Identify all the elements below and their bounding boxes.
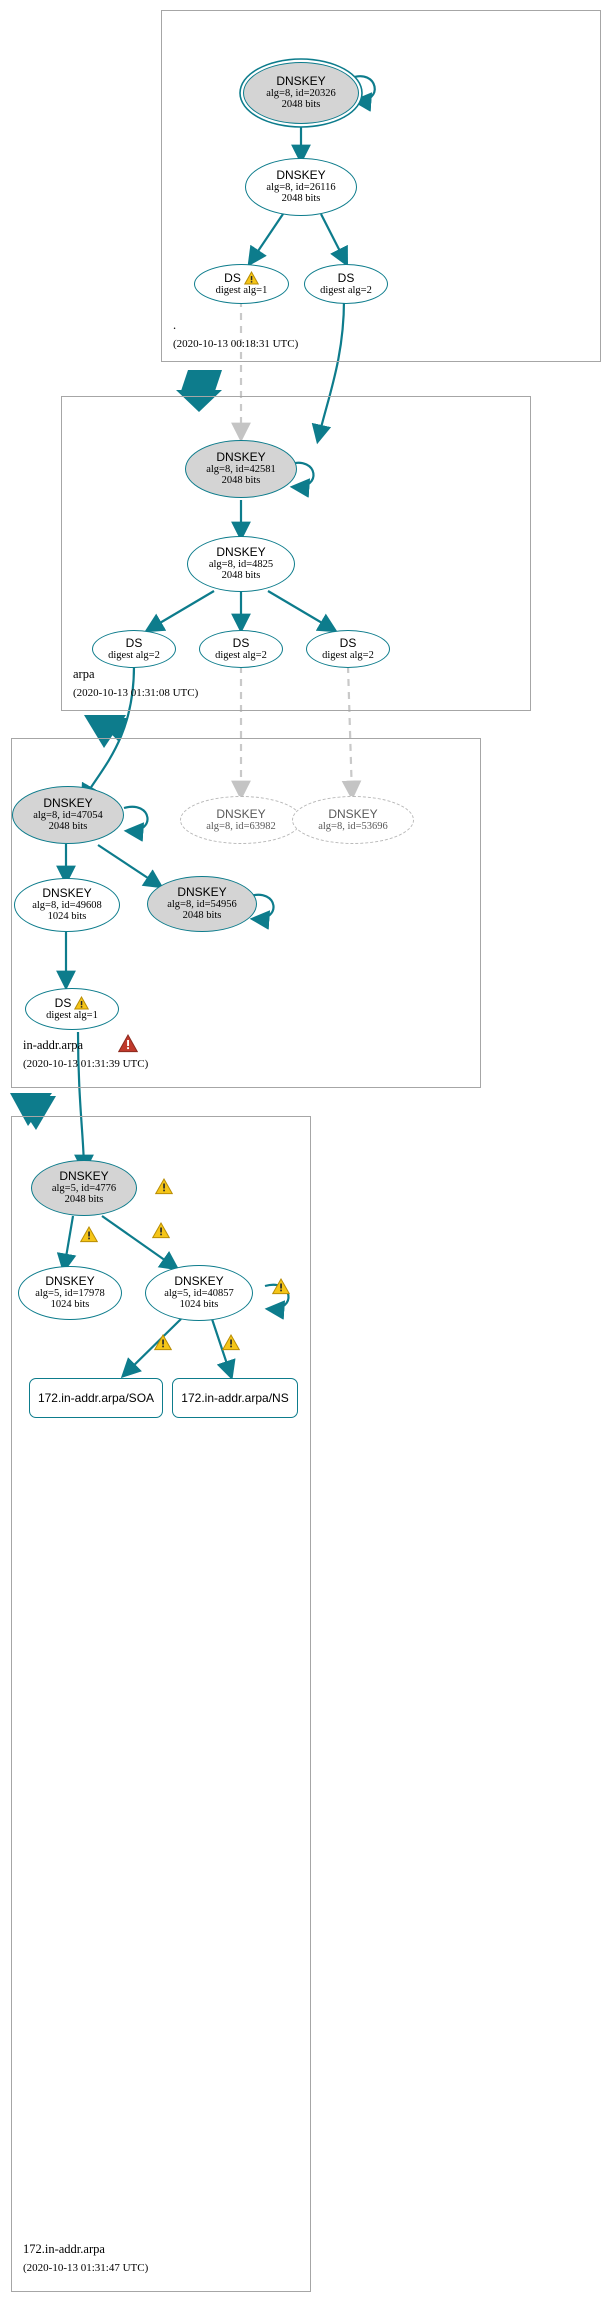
node-root-ksk[interactable]: DNSKEY alg=8, id=20326 2048 bits <box>243 62 359 124</box>
node-label-size: 1024 bits <box>50 1299 90 1311</box>
node-label-rrset: 172.in-addr.arpa/NS <box>181 1390 289 1405</box>
node-172-ns-rrset[interactable]: 172.in-addr.arpa/NS <box>172 1378 298 1418</box>
node-label-type: DS <box>337 270 355 285</box>
node-label-type: DNSKEY <box>216 450 266 465</box>
node-label-alg: alg=8, id=26116 <box>266 182 336 194</box>
node-label-type: DS <box>339 635 357 650</box>
node-label-alg: alg=5, id=4776 <box>51 1183 117 1195</box>
node-root-zsk[interactable]: DNSKEY alg=8, id=26116 2048 bits <box>245 158 357 216</box>
zone-name-in-addr-arpa: in-addr.arpa <box>23 1038 84 1052</box>
zone-box-arpa <box>61 396 531 711</box>
zone-box-root <box>161 10 601 362</box>
warning-triangle-icon <box>74 996 90 1010</box>
node-in-addr-ds-digest1[interactable]: DS digest alg=1 <box>25 988 119 1030</box>
node-root-ds-digest1[interactable]: DS digest alg=1 <box>194 264 289 304</box>
node-label-type: DNSKEY <box>216 545 266 560</box>
node-label-size: 1024 bits <box>179 1299 219 1311</box>
node-label-type: DS <box>232 635 250 650</box>
node-label-type: DNSKEY <box>59 1169 109 1184</box>
node-arpa-ds-2[interactable]: DS digest alg=2 <box>199 630 283 668</box>
node-label-size: 2048 bits <box>281 193 321 205</box>
node-label-type: DS <box>54 995 72 1010</box>
node-172-soa-rrset[interactable]: 172.in-addr.arpa/SOA <box>29 1378 163 1418</box>
node-in-addr-ksk-54956[interactable]: DNSKEY alg=8, id=54956 2048 bits <box>147 876 257 932</box>
node-label-size: 2048 bits <box>281 99 321 111</box>
zone-name-root: . <box>173 318 177 332</box>
node-label-alg: alg=8, id=54956 <box>167 899 237 911</box>
zone-timestamp-arpa: (2020-10-13 01:31:08 UTC) <box>73 687 199 699</box>
node-label-digest: digest alg=2 <box>320 284 372 296</box>
node-label-size: 2048 bits <box>48 821 88 833</box>
node-172-zsk-17978[interactable]: DNSKEY alg=5, id=17978 1024 bits <box>18 1266 122 1320</box>
error-triangle-icon <box>117 1033 139 1058</box>
node-label-alg: alg=8, id=53696 <box>318 820 388 832</box>
zone-timestamp-172-in-addr-arpa: (2020-10-13 01:31:47 UTC) <box>23 2262 149 2274</box>
node-label-digest: digest alg=2 <box>322 649 374 661</box>
node-label-digest: digest alg=1 <box>215 285 268 297</box>
node-label-alg: alg=8, id=63982 <box>206 820 276 832</box>
node-label-type: DNSKEY <box>42 886 92 901</box>
node-label-alg: alg=5, id=40857 <box>164 1288 234 1300</box>
node-label-alg: alg=8, id=49608 <box>32 900 102 912</box>
node-label-size: 2048 bits <box>182 910 222 922</box>
warning-triangle-icon <box>243 271 259 285</box>
node-label-type: DNSKEY <box>216 806 266 821</box>
node-in-addr-orphan-53696[interactable]: DNSKEY alg=8, id=53696 <box>292 796 414 844</box>
node-label-rrset: 172.in-addr.arpa/SOA <box>37 1390 155 1405</box>
node-label-size: 2048 bits <box>221 570 261 582</box>
node-label-type: DS <box>125 635 143 650</box>
node-label-alg: alg=5, id=17978 <box>35 1288 105 1300</box>
node-label-type: DNSKEY <box>276 168 326 183</box>
node-label-alg: alg=8, id=42581 <box>206 464 276 476</box>
node-172-zsk-40857[interactable]: DNSKEY alg=5, id=40857 1024 bits <box>145 1265 253 1321</box>
node-label-type: DNSKEY <box>328 806 378 821</box>
node-arpa-ksk[interactable]: DNSKEY alg=8, id=42581 2048 bits <box>185 440 297 498</box>
node-label-type: DNSKEY <box>276 74 326 89</box>
zone-timestamp-in-addr-arpa: (2020-10-13 01:31:39 UTC) <box>23 1058 149 1070</box>
zone-name-172-in-addr-arpa: 172.in-addr.arpa <box>23 2242 105 2256</box>
node-label-digest: digest alg=1 <box>46 1010 98 1022</box>
node-label-alg: alg=8, id=47054 <box>33 810 103 822</box>
node-label-type: DNSKEY <box>177 885 227 900</box>
zone-box-172-in-addr-arpa <box>11 1116 311 2292</box>
node-in-addr-zsk-49608[interactable]: DNSKEY alg=8, id=49608 1024 bits <box>14 878 120 932</box>
node-label-digest: digest alg=2 <box>108 649 160 661</box>
node-label-type: DNSKEY <box>43 796 93 811</box>
node-label-size: 1024 bits <box>47 911 87 923</box>
zone-box-in-addr-arpa <box>11 738 481 1088</box>
node-label-digest: digest alg=2 <box>215 649 267 661</box>
node-172-ksk[interactable]: DNSKEY alg=5, id=4776 2048 bits <box>31 1160 137 1216</box>
node-arpa-ds-1[interactable]: DS digest alg=2 <box>92 630 176 668</box>
node-arpa-zsk[interactable]: DNSKEY alg=8, id=4825 2048 bits <box>187 536 295 592</box>
node-arpa-ds-3[interactable]: DS digest alg=2 <box>306 630 390 668</box>
node-root-ds-digest2[interactable]: DS digest alg=2 <box>304 264 388 304</box>
node-label-type: DNSKEY <box>45 1274 95 1289</box>
node-label-size: 2048 bits <box>64 1194 104 1206</box>
node-in-addr-ksk[interactable]: DNSKEY alg=8, id=47054 2048 bits <box>12 786 124 844</box>
node-label-type: DS <box>224 270 241 285</box>
zone-timestamp-root: (2020-10-13 00:18:31 UTC) <box>173 338 299 350</box>
node-label-type: DNSKEY <box>174 1274 224 1289</box>
node-label-alg: alg=8, id=4825 <box>208 559 274 571</box>
node-label-alg: alg=8, id=20326 <box>266 88 336 100</box>
node-label-size: 2048 bits <box>221 475 261 487</box>
zone-name-arpa: arpa <box>73 667 95 681</box>
node-in-addr-orphan-63982[interactable]: DNSKEY alg=8, id=63982 <box>180 796 302 844</box>
